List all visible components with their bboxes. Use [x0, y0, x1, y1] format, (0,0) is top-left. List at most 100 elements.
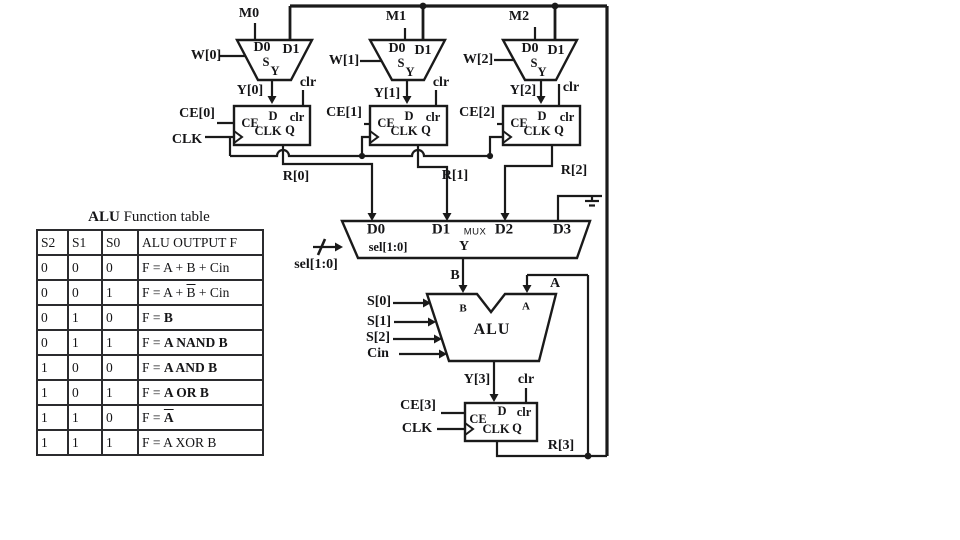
ff2-clk-pin: CLK [523, 123, 551, 138]
mux-m2-shape [500, 38, 579, 82]
wires-group [205, 4, 609, 458]
ff3-q-pin: Q [512, 420, 522, 435]
ff1-clr-pin: clr [425, 109, 441, 124]
cell-function: F = A NAND B [137, 329, 264, 356]
ce1-label: CE[1] [326, 105, 362, 120]
ff1-shape [368, 104, 449, 147]
ff0-clr-signal-label: clr [299, 75, 317, 90]
arrowheads [267, 96, 546, 402]
cell-function: F = A AND B [137, 354, 264, 381]
table-header-cell: ALU OUTPUT F [137, 229, 264, 256]
ground-icon [585, 196, 599, 207]
function-text: F = [142, 359, 164, 375]
function-text: B [163, 309, 173, 325]
mux4-shape [340, 219, 592, 260]
cell-select-bit: 0 [67, 279, 103, 306]
cell-function: F = A OR B [137, 379, 264, 406]
mux2-y-label: Y [537, 64, 547, 79]
cell-select-bit: 1 [36, 354, 69, 381]
mux-m1-shape [367, 38, 447, 82]
cell-function: F = A + B + Cin [137, 254, 264, 281]
cell-select-bit: 1 [101, 329, 139, 356]
ff1-clk-pin: CLK [390, 123, 418, 138]
ff0-q-pin: Q [285, 122, 295, 137]
cell-select-bit: 0 [101, 304, 139, 331]
cell-select-bit: 0 [67, 379, 103, 406]
table-header-cell: S1 [67, 229, 103, 256]
cell-select-bit: 1 [101, 379, 139, 406]
function-text: B [186, 284, 196, 300]
b-signal-label: B [450, 268, 460, 283]
ff3-ce-pin: CE [469, 411, 487, 426]
table-header-cell: S0 [101, 229, 139, 256]
alu-a-pin: A [522, 300, 530, 313]
ff2-d-pin: D [537, 108, 547, 123]
cell-select-bit: 1 [36, 404, 69, 431]
cell-select-bit: 0 [67, 354, 103, 381]
table-title-bold: ALU [88, 209, 120, 225]
function-text: F = A + [142, 284, 187, 300]
mux1-name-label: M1 [385, 9, 407, 24]
table-title: ALU Function table [36, 209, 262, 226]
function-text: A [163, 409, 174, 425]
alu-b-pin: B [459, 302, 467, 315]
mux1-y-label: Y [405, 64, 415, 79]
r2-label: R[2] [560, 163, 588, 178]
table-title-rest: Function table [119, 209, 210, 225]
cin-signal-label: Cin [367, 346, 389, 361]
ff3-clr-signal-label: clr [517, 372, 535, 387]
cell-select-bit: 1 [101, 429, 139, 456]
mux0-d0-label: D0 [253, 40, 271, 55]
function-text: F = [142, 309, 164, 325]
function-text: F = [142, 384, 164, 400]
mux0-name-label: M0 [238, 6, 260, 21]
cell-select-bit: 0 [36, 279, 69, 306]
function-text: A AND B [163, 359, 218, 375]
mux-m0-shape [235, 38, 314, 82]
cell-select-bit: 1 [67, 304, 103, 331]
cell-select-bit: 0 [101, 254, 139, 281]
ff2-clr-signal-label: clr [562, 80, 580, 95]
mux4-y-pin: Y [458, 239, 470, 254]
cell-select-bit: 0 [101, 354, 139, 381]
mux0-y-label: Y [270, 63, 280, 78]
function-text: A NAND B [163, 334, 228, 350]
ff2-q-pin: Q [554, 122, 564, 137]
ce2-label: CE[2] [459, 105, 495, 120]
ff0-clk-pin: CLK [254, 123, 282, 138]
w1-label: W[1] [328, 53, 360, 68]
cell-select-bit: 1 [67, 404, 103, 431]
y3-label: Y[3] [463, 372, 491, 387]
r0-label: R[0] [282, 169, 310, 184]
ff2-ce-pin: CE [510, 115, 528, 130]
w0-label: W[0] [190, 48, 222, 63]
alu-shape [425, 292, 558, 363]
ff3-shape [463, 401, 539, 443]
ff0-d-pin: D [268, 108, 278, 123]
cell-select-bit: 0 [101, 404, 139, 431]
cell-select-bit: 1 [101, 279, 139, 306]
cell-function: F = A XOR B [137, 429, 264, 456]
r1-label: R[1] [441, 168, 469, 183]
cell-select-bit: 1 [36, 429, 69, 456]
clk3-label: CLK [401, 421, 433, 436]
mux2-d1-label: D1 [547, 43, 565, 58]
mux2-name-label: M2 [508, 9, 530, 24]
cell-select-bit: 0 [36, 254, 69, 281]
ff2-clr-pin: clr [559, 109, 575, 124]
function-text: F = [142, 334, 164, 350]
y0-label: Y[0] [236, 83, 264, 98]
function-text: A OR B [163, 384, 209, 400]
mux1-d0-label: D0 [388, 41, 406, 56]
